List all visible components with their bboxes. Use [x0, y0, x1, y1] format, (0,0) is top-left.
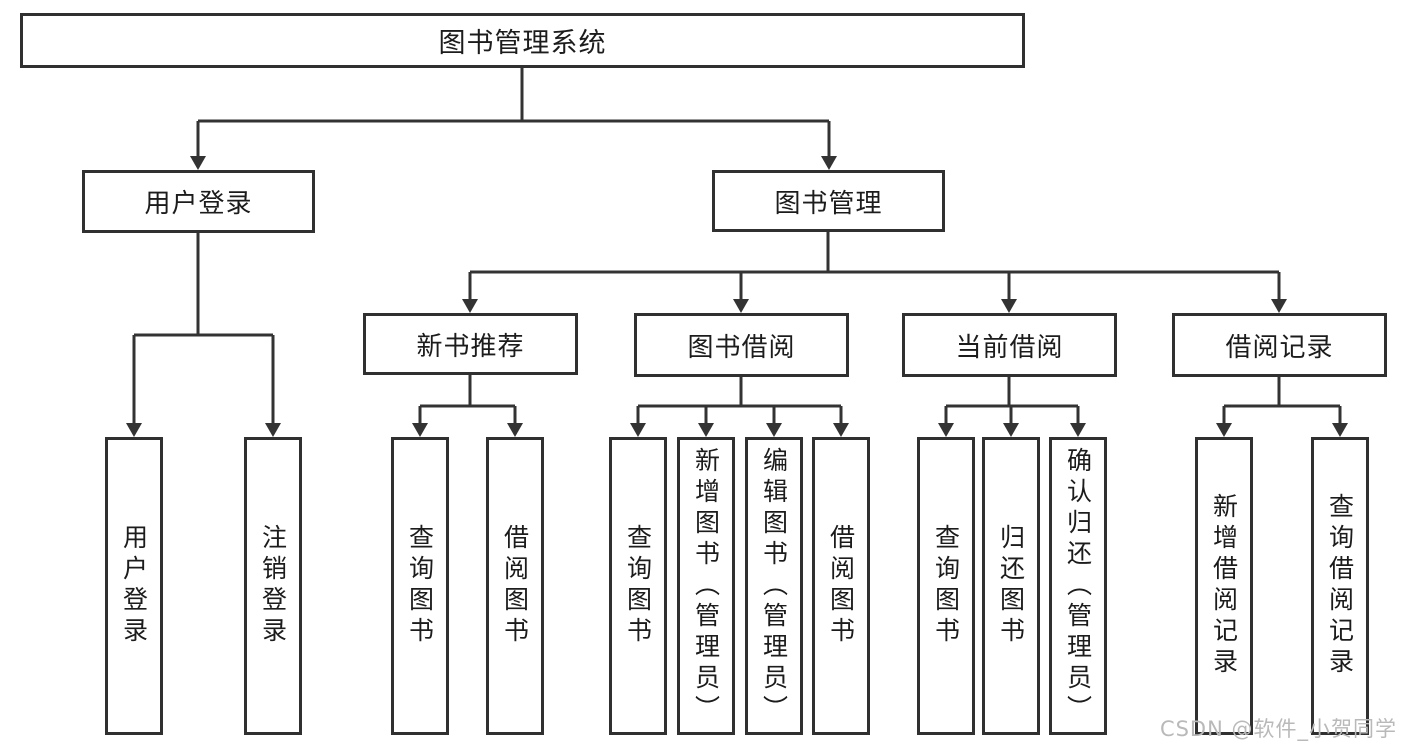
leaf-records-add-record: 新增借阅记录	[1195, 437, 1253, 735]
leaf-records-query-record: 查询借阅记录	[1311, 437, 1369, 735]
leaf-newbook-query-books: 查询图书	[391, 437, 449, 735]
connector-new-book-children	[412, 374, 523, 437]
connector-current-borrow-children	[938, 377, 1086, 437]
node-new-book-recommend: 新书推荐	[363, 313, 578, 375]
leaf-borrow-add-books-admin: 新增图书（管理员）	[677, 437, 735, 735]
node-book-borrow: 图书借阅	[634, 313, 849, 377]
leaf-logout: 注销登录	[244, 437, 302, 735]
connector-book-mgmt-to-level3	[462, 232, 1287, 313]
node-root: 图书管理系统	[20, 13, 1025, 68]
node-book-management: 图书管理	[712, 170, 945, 232]
node-user-login: 用户登录	[82, 170, 315, 233]
leaf-newbook-borrow-books: 借阅图书	[486, 437, 544, 735]
connector-book-borrow-children	[630, 377, 849, 437]
leaf-user-login: 用户登录	[105, 437, 163, 735]
leaf-borrow-borrow-books: 借阅图书	[812, 437, 870, 735]
leaf-current-confirm-return-admin: 确认归还（管理员）	[1049, 437, 1107, 735]
connector-records-children	[1216, 377, 1348, 437]
csdn-watermark: CSDN @软件_小贺同学	[1159, 717, 1397, 741]
connector-user-login-children	[126, 233, 281, 437]
node-borrow-records: 借阅记录	[1172, 313, 1387, 377]
leaf-borrow-query-books: 查询图书	[609, 437, 667, 735]
leaf-current-return-books: 归还图书	[982, 437, 1040, 735]
leaf-borrow-edit-books-admin: 编辑图书（管理员）	[745, 437, 803, 735]
connector-root-to-level2	[190, 68, 837, 170]
node-current-borrow: 当前借阅	[902, 313, 1117, 377]
leaf-current-query-books: 查询图书	[917, 437, 975, 735]
